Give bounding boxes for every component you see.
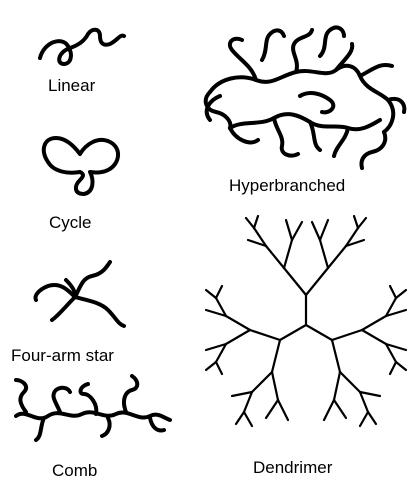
- cycle-polymer-shape: [44, 138, 118, 194]
- label-linear: Linear: [48, 77, 95, 94]
- label-comb: Comb: [52, 462, 97, 479]
- label-cycle: Cycle: [49, 214, 92, 231]
- dendrimer-shape: [206, 216, 406, 426]
- linear-polymer-shape: [40, 30, 124, 64]
- comb-polymer-shape: [16, 376, 170, 440]
- label-dendrimer: Dendrimer: [253, 459, 332, 476]
- label-hyperbranched: Hyperbranched: [229, 177, 345, 194]
- label-four-arm-star: Four-arm star: [11, 347, 114, 364]
- hyperbranched-polymer-shape: [206, 28, 405, 168]
- four-arm-star-polymer-shape: [36, 262, 125, 326]
